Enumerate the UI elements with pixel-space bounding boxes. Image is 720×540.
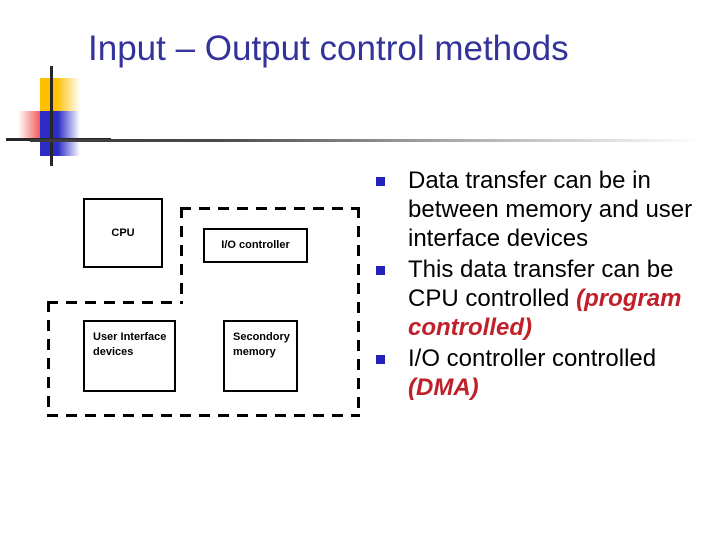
- bullet-3-text: I/O controller controlled (DMA): [408, 344, 712, 402]
- bullet-square-icon: [376, 355, 385, 364]
- bullet-list: Data transfer can be in between memory a…: [372, 166, 712, 404]
- bullet-2-plain: This data transfer can be CPU controlled: [408, 256, 674, 312]
- dashed-region-left-edge: [47, 301, 50, 417]
- list-item: I/O controller controlled (DMA): [372, 344, 712, 402]
- blue-square-icon: [40, 111, 80, 156]
- slide-title: Input – Output control methods: [88, 29, 569, 68]
- yellow-square-icon: [40, 78, 80, 112]
- dashed-region-step-edge: [47, 301, 183, 304]
- dashed-region-step-riser: [180, 207, 183, 304]
- bullet-1-plain: Data transfer can be in between memory a…: [408, 167, 693, 252]
- diagram-box-io-controller: I/O controller: [203, 228, 308, 263]
- diagram-box-cpu-label: CPU: [111, 226, 135, 239]
- bullet-square-icon: [376, 266, 385, 275]
- diagram-box-cpu: CPU: [83, 198, 163, 268]
- diagram-box-user-interface-devices: User Interface devices: [83, 320, 176, 392]
- vertical-rule-icon: [50, 66, 53, 166]
- dashed-region-right-edge: [357, 207, 360, 417]
- bullet-square-icon: [376, 177, 385, 186]
- bullet-3-plain: I/O controller controlled: [408, 345, 657, 372]
- diagram-box-secondary-memory: Secondory memory: [223, 320, 298, 392]
- diagram-box-user-interface-devices-label: User Interface devices: [93, 331, 167, 358]
- title-divider: [30, 139, 702, 142]
- bullet-1-text: Data transfer can be in between memory a…: [408, 166, 712, 253]
- list-item: Data transfer can be in between memory a…: [372, 166, 712, 253]
- bullet-2-emphasis: (program controlled): [408, 285, 682, 341]
- dashed-region-top-edge: [180, 207, 360, 210]
- dashed-region-bottom-edge: [47, 414, 360, 417]
- list-item: This data transfer can be CPU controlled…: [372, 255, 712, 342]
- diagram-box-io-controller-label: I/O controller: [221, 239, 290, 251]
- bullet-3-emphasis: (DMA): [408, 374, 479, 401]
- io-control-block-diagram: CPU I/O controller User Interface device…: [40, 190, 360, 435]
- diagram-box-secondary-memory-label: Secondory memory: [233, 331, 290, 358]
- bullet-2-text: This data transfer can be CPU controlled…: [408, 255, 712, 342]
- decorative-corner-motif: [6, 66, 111, 166]
